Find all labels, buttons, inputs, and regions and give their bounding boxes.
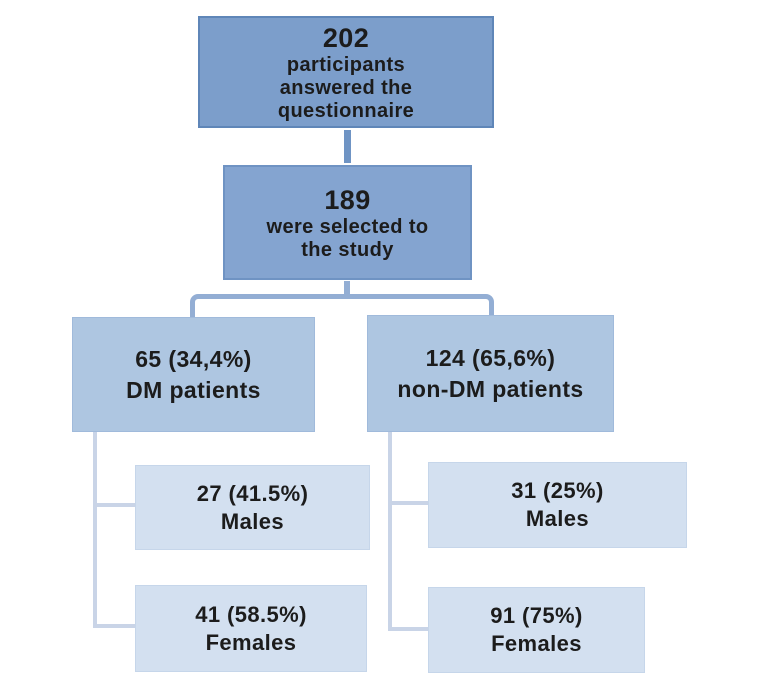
dm-females-label: Females xyxy=(205,629,297,655)
dm-males-label: Males xyxy=(220,508,285,534)
flow-node-nondm-females: 91 (75%) Females xyxy=(428,587,645,673)
root-count: 202 xyxy=(322,22,370,53)
selected-label-line: the study xyxy=(301,238,394,261)
connector-dm-to-females xyxy=(93,624,135,628)
dm-label: DM patients xyxy=(126,376,261,403)
nondm-males-label: Males xyxy=(525,506,590,531)
connector-nondm-trunk xyxy=(388,432,392,631)
connector-branch-bracket xyxy=(190,294,494,317)
nondm-count: 124 (65,6%) xyxy=(425,344,556,371)
flow-node-nondm-patients: 124 (65,6%) non-DM patients xyxy=(367,315,614,432)
dm-count: 65 (34,4%) xyxy=(135,345,252,372)
dm-males-count: 27 (41.5%) xyxy=(196,480,309,506)
root-label-line: participants xyxy=(286,53,406,76)
flow-node-root: 202 participants answered the questionna… xyxy=(198,16,494,128)
flow-node-nondm-males: 31 (25%) Males xyxy=(428,462,687,548)
selected-count: 189 xyxy=(324,184,371,215)
flow-node-dm-patients: 65 (34,4%) DM patients xyxy=(72,317,315,432)
nondm-males-count: 31 (25%) xyxy=(511,478,604,503)
flow-node-dm-females: 41 (58.5%) Females xyxy=(135,585,367,672)
connector-nondm-to-females xyxy=(388,627,428,631)
nondm-label: non-DM patients xyxy=(397,375,584,402)
connector-nondm-to-males xyxy=(388,501,428,505)
dm-females-count: 41 (58.5%) xyxy=(195,601,307,627)
flow-node-dm-males: 27 (41.5%) Males xyxy=(135,465,370,550)
connector-dm-trunk xyxy=(93,432,97,628)
root-label-line: answered the xyxy=(279,76,413,99)
selected-label-line: were selected to xyxy=(266,215,429,238)
connector-selected-to-bracket xyxy=(344,281,350,296)
nondm-females-label: Females xyxy=(491,631,582,656)
root-label-line: questionnaire xyxy=(277,99,415,122)
flow-node-selected: 189 were selected to the study xyxy=(223,165,472,280)
connector-dm-to-males xyxy=(93,503,135,507)
nondm-females-count: 91 (75%) xyxy=(490,603,583,628)
connector-root-to-selected xyxy=(344,130,351,163)
